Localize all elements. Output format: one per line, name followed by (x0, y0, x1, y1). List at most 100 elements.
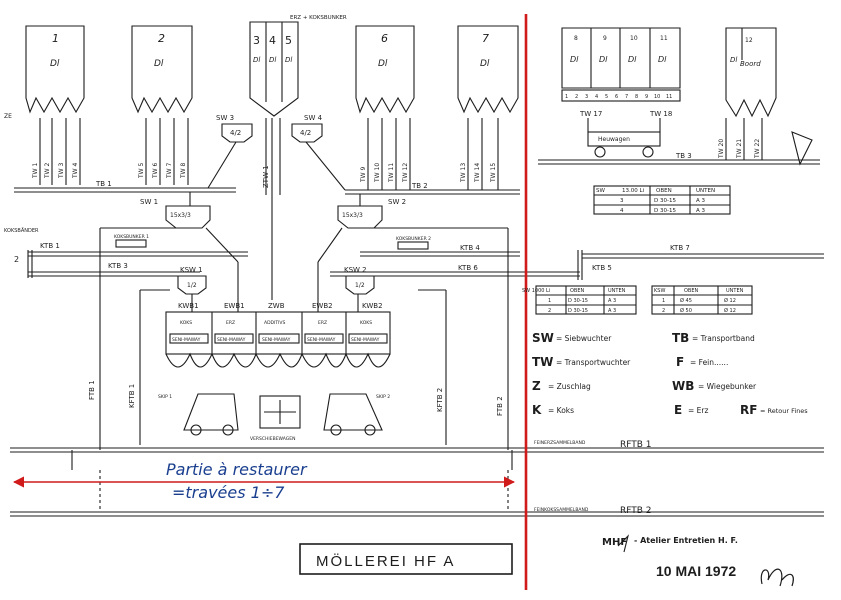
svg-text:UNTEN: UNTEN (608, 288, 626, 294)
rftb2-label: RFTB 2 (620, 506, 652, 516)
sw2-ratio: 15x3/3 (342, 212, 363, 219)
svg-text:2: 2 (548, 308, 551, 314)
svg-text:Ø 50: Ø 50 (680, 307, 692, 314)
legend: SW = Siebwuchter TB = Transportband TW =… (532, 331, 808, 417)
tw-label: TW 14 (474, 163, 481, 183)
annotation-line-2: =travées 1÷7 (172, 483, 285, 502)
bunker-7-label: Dl (480, 59, 490, 69)
table-sw1000-frame (535, 285, 637, 315)
svg-text:8: 8 (635, 94, 638, 100)
bunker-2-outline (131, 25, 193, 114)
sw4-ratio: 4/2 (300, 129, 311, 137)
svg-text:D 30-15: D 30-15 (568, 308, 588, 314)
sw3-box (221, 123, 253, 143)
svg-text:2: 2 (662, 308, 665, 314)
tw-label: TW 5 (138, 162, 145, 179)
svg-text:5: 5 (605, 94, 608, 100)
ksw1-box (177, 275, 207, 295)
rftb2-small-label: FEINKOKSSAMMELBAND (534, 507, 589, 513)
svg-text:D 30-15: D 30-15 (568, 298, 588, 304)
ktb6-label: KTB 6 (458, 264, 478, 272)
bunker-5-num: 5 (285, 34, 292, 47)
svg-text:4: 4 (620, 208, 624, 214)
bunker-4-num: 4 (269, 34, 276, 47)
bunker-8-label: Dl (570, 55, 579, 64)
tw-label: TW 9 (360, 166, 367, 183)
sw1-ratio: 15x3/3 (170, 212, 191, 219)
title-box (299, 543, 513, 575)
bunker-1-outline (25, 25, 85, 114)
legend-text-rf: = Retour Fines (760, 407, 808, 415)
sw1-label: SW 1 (140, 198, 158, 206)
svg-text:1: 1 (565, 94, 568, 100)
ztw1-label: ZTW 1 (262, 165, 270, 188)
svg-text:11: 11 (666, 94, 672, 100)
annotation-line-1: Partie à restaurer (166, 460, 308, 479)
table-ksw: KSW OBEN UNTEN 1 Ø 45 Ø 12 2 Ø 50 Ø 12 (654, 288, 744, 314)
svg-text:SW 1000 Li: SW 1000 Li (522, 288, 550, 294)
signature (760, 568, 794, 587)
legend-text-z: = Zuschlag (548, 382, 591, 391)
svg-text:A 3: A 3 (608, 298, 616, 304)
table-ksw-frame (651, 285, 753, 315)
weigh-label-ewb1: EWB1 (224, 302, 245, 310)
tb2-label: TB 2 (411, 182, 428, 190)
verschiebewagen-car (259, 395, 301, 429)
svg-text:ERZ: ERZ (318, 320, 327, 326)
tw-label: TW 2 (44, 162, 51, 179)
sw3-ratio: 4/2 (230, 129, 241, 137)
skip-2-label: SKIP 2 (376, 394, 390, 400)
bunker-6-label: Dl (378, 59, 388, 69)
legend-key-tw: TW (532, 355, 553, 369)
bunker-6-num: 6 (381, 32, 388, 45)
svg-text:OBEN: OBEN (684, 288, 699, 294)
tw-label: TW 3 (58, 162, 65, 179)
legend-key-sw: SW (532, 331, 554, 345)
svg-text:4: 4 (595, 94, 598, 100)
svg-text:D 30-15: D 30-15 (654, 208, 676, 214)
bunker-7-num: 7 (482, 32, 489, 45)
svg-text:SENI-MAWAY: SENI-MAWAY (172, 337, 201, 343)
weigh-label-kwb1: KWB1 (178, 302, 199, 310)
tw-label: TW 22 (754, 139, 761, 159)
bunker-4-label: Dl (269, 56, 276, 64)
svg-text:Ø 12: Ø 12 (724, 297, 736, 304)
left-cut-label: ZE (4, 113, 12, 120)
legend-text-k: = Koks (548, 406, 574, 415)
ksw2-ratio: 1/2 (355, 282, 365, 289)
tw-label: TW 21 (736, 139, 743, 159)
weigh-hopper-block (165, 311, 391, 355)
kftb1-label: KFTB 1 (128, 384, 136, 408)
tb1-label: TB 1 (95, 180, 112, 188)
footer-date: 10 MAI 1972 (656, 563, 736, 579)
svg-text:UNTEN: UNTEN (726, 288, 744, 294)
mhf-signature-mark (617, 534, 630, 553)
skip-1-car (183, 393, 239, 431)
svg-text:KOKS: KOKS (180, 320, 192, 326)
left-cut-label-2: KOKSBÄNDER (4, 227, 39, 234)
weigh-label-ewb2: EWB2 (312, 302, 333, 310)
weigh-label-kwb2: KWB2 (362, 302, 383, 310)
svg-text:6: 6 (615, 94, 618, 100)
rftb1-label: RFTB 1 (620, 440, 652, 450)
legend-text-sw: = Siebwuchter (556, 334, 612, 343)
legend-key-e: E (674, 403, 682, 417)
skip-1-label: SKIP 1 (158, 394, 172, 400)
bunker-2-num: 2 (158, 32, 165, 45)
tw-label: TW 13 (460, 163, 467, 183)
bunker-8-num: 8 (574, 35, 578, 42)
kftb2-label: KFTB 2 (436, 388, 444, 412)
legend-key-k: K (532, 403, 542, 417)
svg-text:A 3: A 3 (696, 208, 706, 214)
tw-label: TW 8 (180, 162, 187, 179)
svg-text:ADDITIVS: ADDITIVS (264, 320, 285, 326)
svg-text:Ø 45: Ø 45 (680, 297, 692, 304)
tw-label: TW 6 (152, 162, 159, 179)
svg-text:2: 2 (575, 94, 578, 100)
table-sw-frame (593, 185, 731, 215)
koksbunker-1-box (115, 239, 147, 248)
weigh-label-zwb: ZWB (268, 302, 285, 310)
bunker-1-num: 1 (52, 32, 59, 45)
